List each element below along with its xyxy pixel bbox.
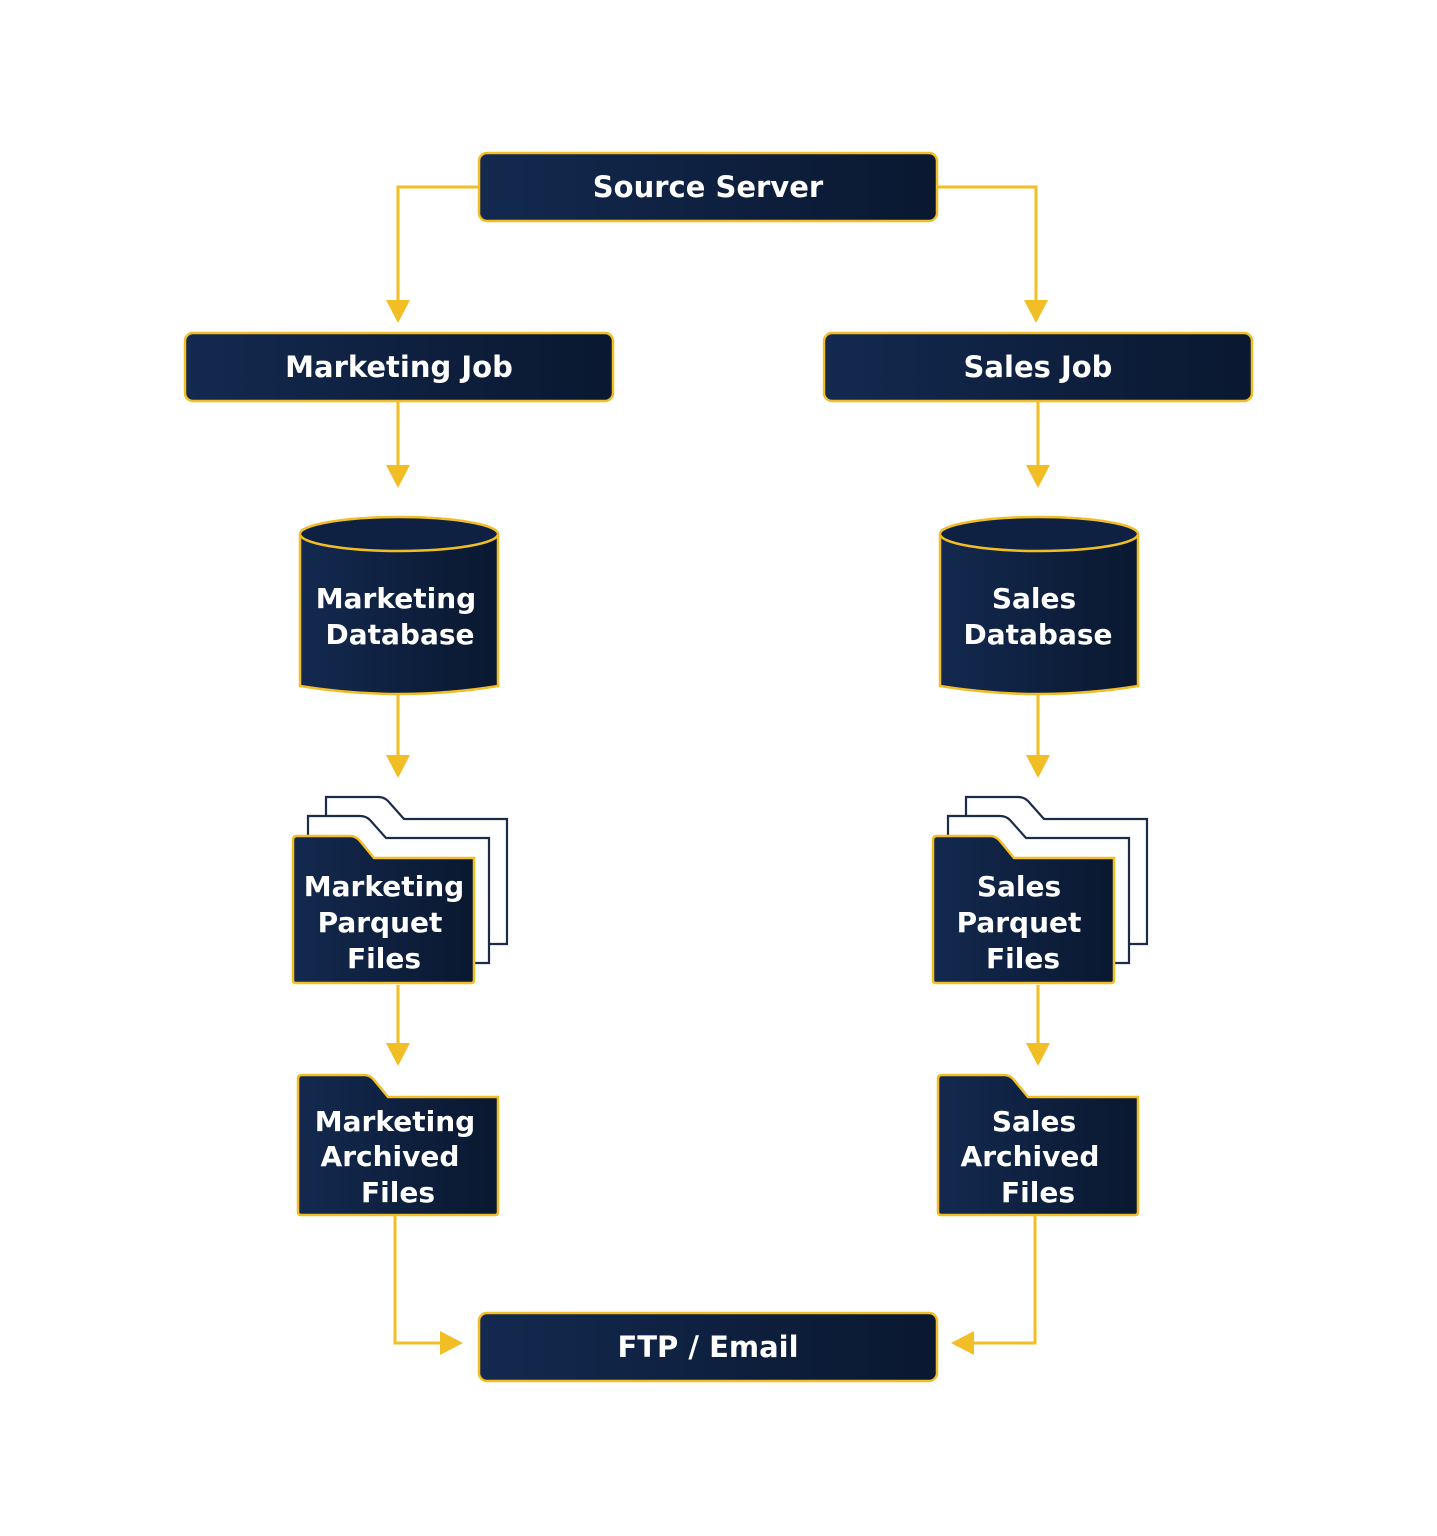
node-sales-database-line-2: Database — [963, 618, 1112, 651]
folder-icon: Sales Archived Files — [936, 1073, 1140, 1217]
edge-sales-database-to-parquet — [1026, 692, 1050, 778]
node-marketing-archived-line-3: Files — [361, 1176, 435, 1209]
edge-source-to-sales-job — [937, 185, 1048, 323]
node-marketing-parquet-line-2: Parquet — [318, 906, 443, 939]
node-source-server-label: Source Server — [593, 170, 824, 204]
folder-icon: Marketing Archived Files — [296, 1073, 500, 1217]
node-sales-job: Sales Job — [822, 331, 1254, 403]
node-sales-parquet-line-1: Sales — [977, 870, 1061, 903]
node-sales-database: Sales Database — [938, 515, 1140, 696]
node-marketing-archived-line-1: Marketing — [315, 1105, 475, 1138]
edge-marketing-database-to-parquet — [386, 692, 410, 778]
node-sales-parquet-line-3: Files — [986, 942, 1060, 975]
node-sales-archived-line-3: Files — [1001, 1176, 1075, 1209]
node-source-server: Source Server — [477, 151, 939, 223]
node-marketing-parquet-line-1: Marketing — [304, 870, 464, 903]
node-marketing-database: Marketing Database — [298, 515, 500, 696]
node-marketing-archived-files: Marketing Archived Files — [296, 1073, 500, 1217]
node-marketing-parquet-files: Marketing Parquet Files — [291, 795, 509, 985]
database-icon: Sales Database — [938, 515, 1140, 696]
edge-marketing-parquet-to-archived — [386, 985, 410, 1066]
node-marketing-parquet-line-3: Files — [347, 942, 421, 975]
node-marketing-database-line-2: Database — [325, 618, 474, 651]
node-marketing-archived-line-2: Archived — [321, 1140, 460, 1173]
database-icon: Marketing Database — [298, 515, 500, 696]
folder-stack-icon: Marketing Parquet Files — [291, 795, 509, 985]
node-marketing-job: Marketing Job — [183, 331, 615, 403]
edge-sales-job-to-database — [1026, 402, 1050, 488]
node-sales-parquet-line-2: Parquet — [957, 906, 1082, 939]
node-sales-parquet-files: Sales Parquet Files — [931, 795, 1149, 985]
node-sales-archived-line-1: Sales — [992, 1105, 1076, 1138]
connectors — [386, 185, 1050, 1355]
node-sales-archived-files: Sales Archived Files — [936, 1073, 1140, 1217]
node-ftp-email-label: FTP / Email — [617, 1330, 798, 1364]
edge-sales-archived-to-ftp — [951, 1216, 1037, 1355]
folder-stack-icon: Sales Parquet Files — [931, 795, 1149, 985]
edge-sales-parquet-to-archived — [1026, 985, 1050, 1066]
node-sales-archived-line-2: Archived — [961, 1140, 1100, 1173]
node-sales-job-label: Sales Job — [964, 350, 1113, 384]
edge-source-to-marketing-job — [386, 185, 479, 323]
edge-marketing-archived-to-ftp — [393, 1216, 463, 1355]
node-marketing-database-line-1: Marketing — [316, 582, 476, 615]
node-sales-database-line-1: Sales — [992, 582, 1076, 615]
node-ftp-email: FTP / Email — [477, 1311, 939, 1383]
edge-marketing-job-to-database — [386, 402, 410, 488]
node-marketing-job-label: Marketing Job — [285, 350, 513, 384]
